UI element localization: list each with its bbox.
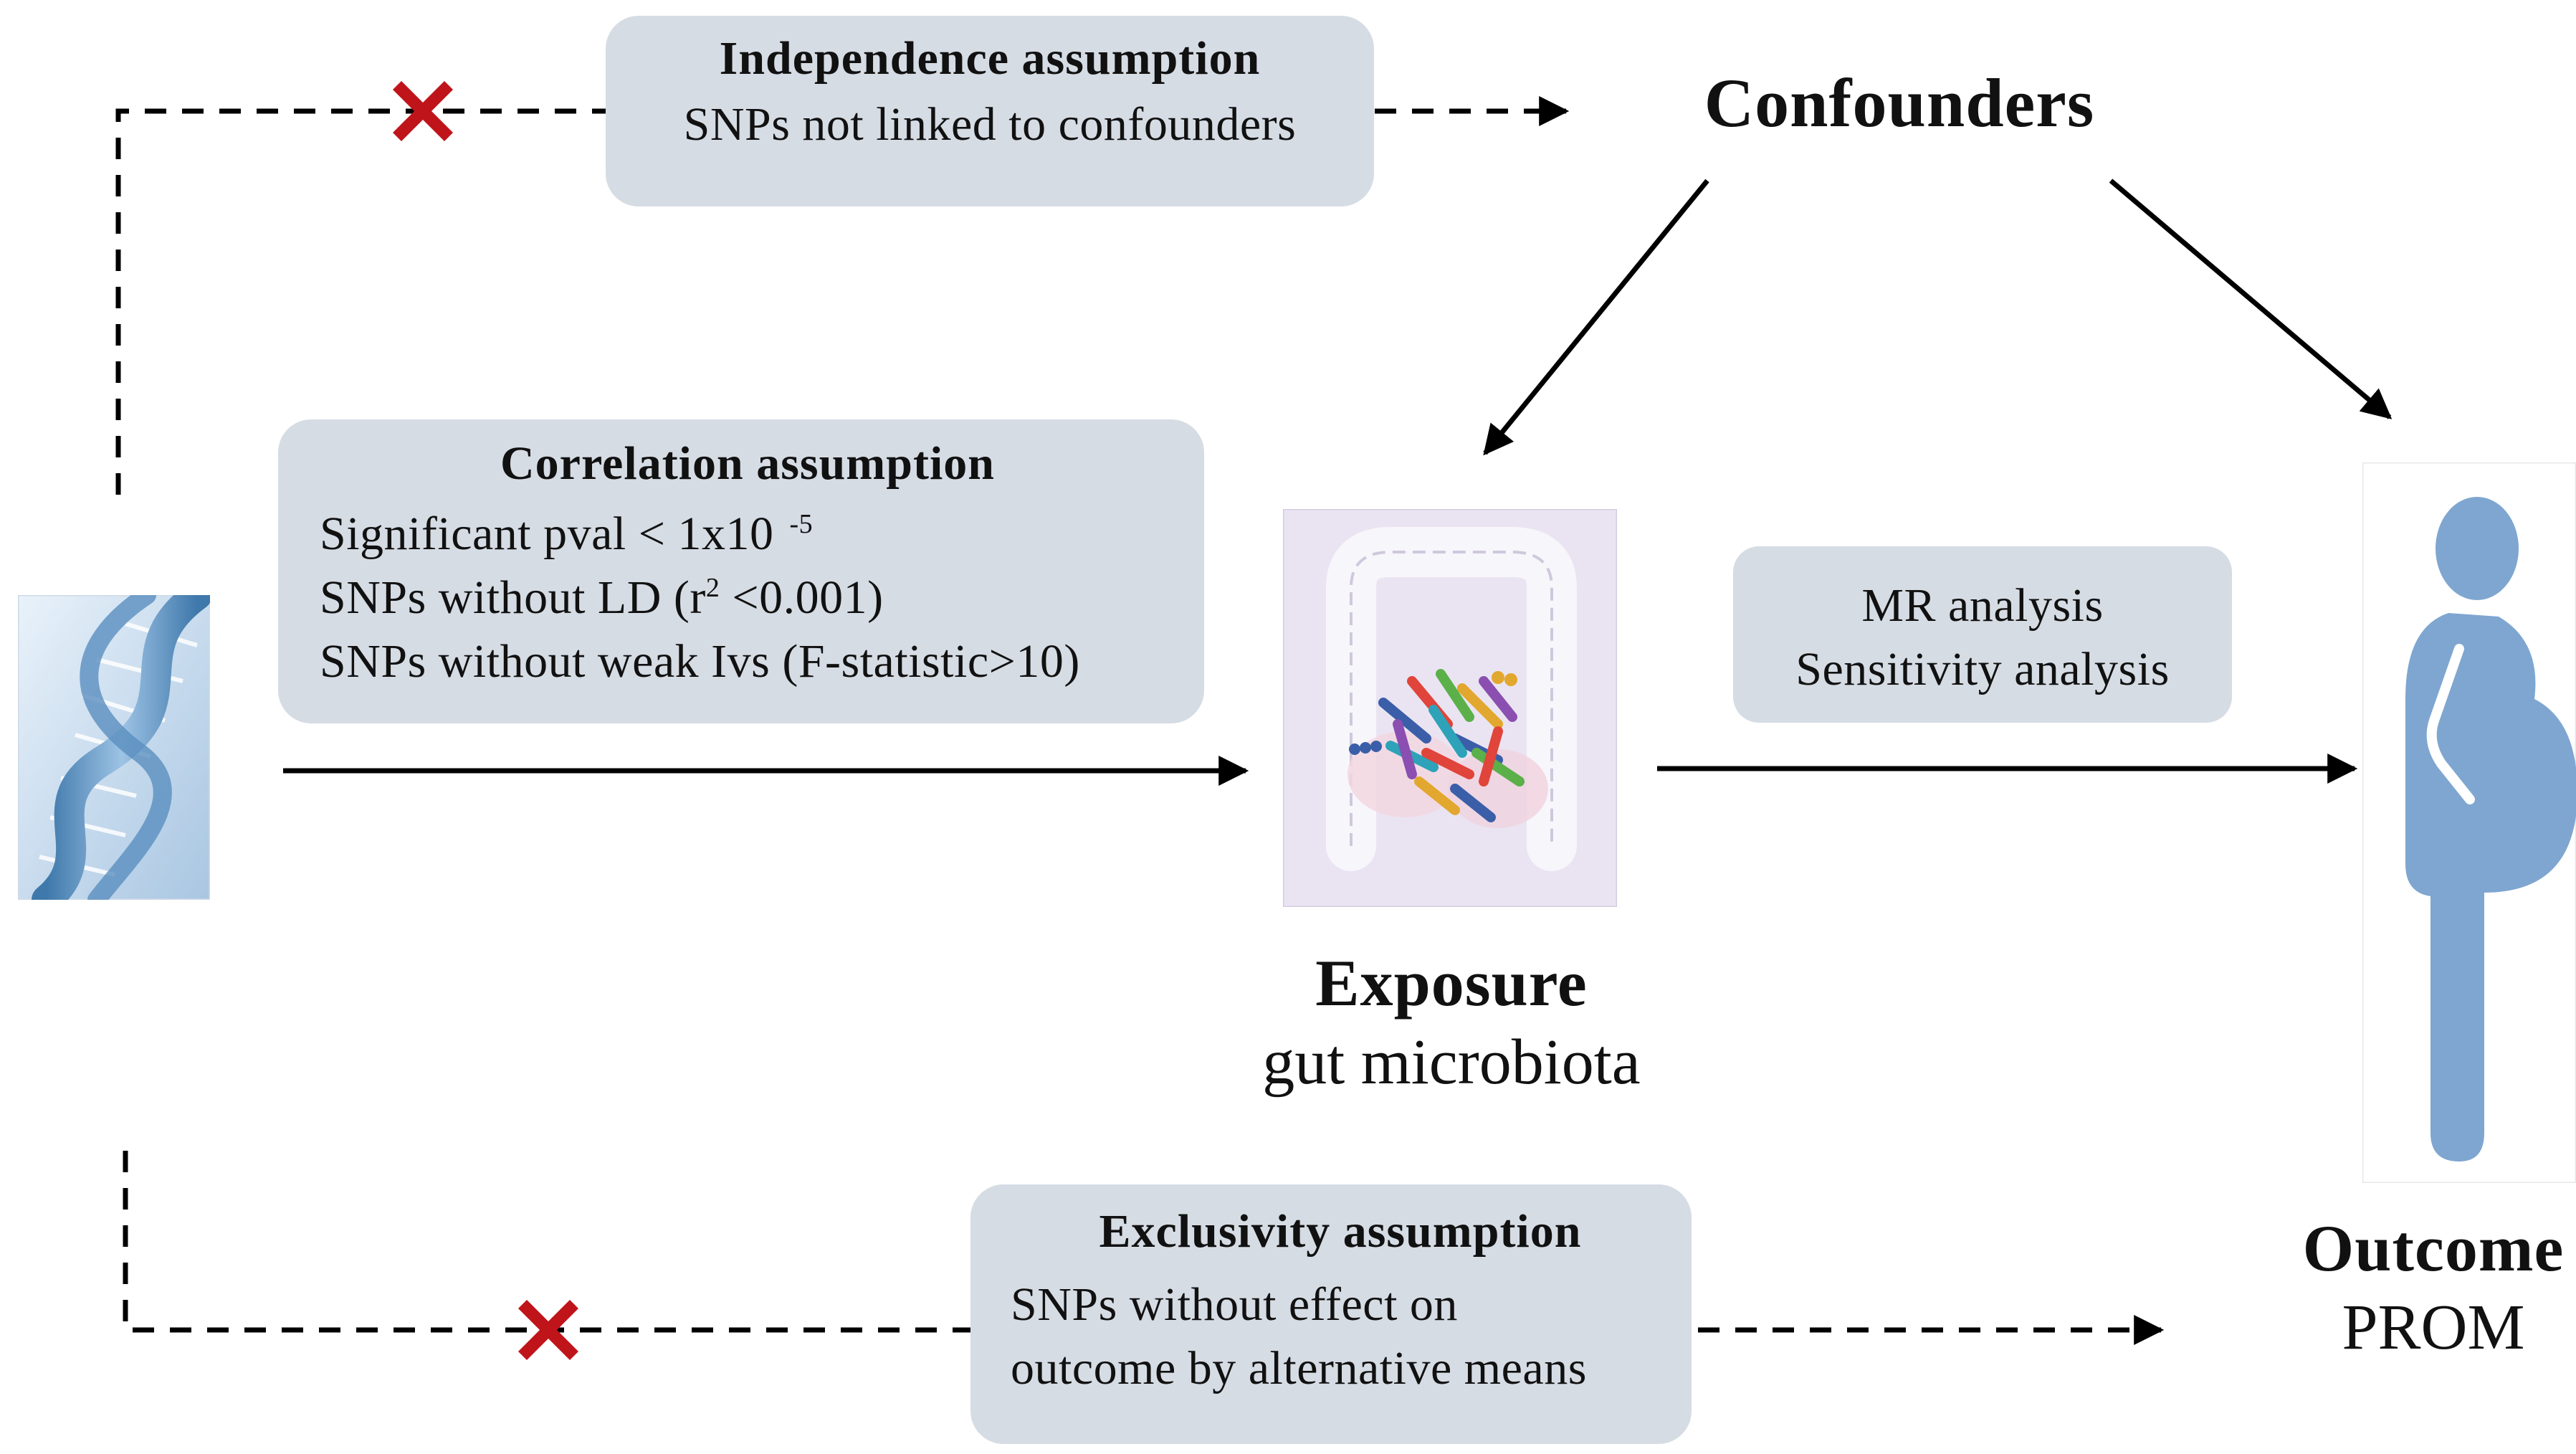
dna-helix-icon (18, 595, 210, 900)
correlation-line-1-text: Significant pval < 1x10 (320, 508, 774, 561)
exposure-label: Exposure (1315, 946, 1588, 1020)
pregnant-woman-icon (2362, 462, 2576, 1183)
mr-analysis-box: MR analysis Sensitivity analysis (1733, 546, 2232, 723)
exposure-sublabel: gut microbiota (1262, 1027, 1641, 1098)
confounders-to-exposure-arrow (1483, 179, 1709, 456)
independence-assumption-box: Independence assumption SNPs not linked … (606, 16, 1374, 206)
gut-microbiota-icon (1283, 509, 1617, 907)
correlation-line-1-sup: -5 (789, 509, 814, 540)
correlation-line-1: Significant pval < 1x10 -5 (320, 502, 1175, 566)
independence-text: SNPs not linked to confounders (683, 98, 1297, 151)
confounders-to-outcome-arrow (2109, 179, 2393, 419)
correlation-line-2-text-b: <0.001) (720, 571, 884, 624)
outcome-label: Outcome (2302, 1212, 2565, 1285)
correlation-line-2: SNPs without LD (r2 <0.001) (320, 566, 1175, 629)
mr-analysis-line-2: Sensitivity analysis (1795, 643, 2170, 696)
red-cross-icon (518, 1300, 578, 1360)
correlation-line-3: SNPs without weak Ivs (F-statistic>10) (320, 635, 1080, 688)
exclusivity-assumption-box: Exclusivity assumption SNPs without effe… (970, 1184, 1692, 1444)
red-cross-icon (393, 81, 453, 141)
correlation-line-2-sup: 2 (705, 573, 720, 604)
independence-title: Independence assumption (719, 32, 1261, 85)
exclusivity-title: Exclusivity assumption (1099, 1205, 1582, 1258)
outcome-sublabel: PROM (2342, 1292, 2525, 1363)
correlation-line-2-text-a: SNPs without LD (r (320, 571, 706, 624)
correlation-title: Correlation assumption (500, 437, 995, 490)
exclusivity-line-1: SNPs without effect on (1011, 1278, 1458, 1331)
exclusivity-line-2: outcome by alternative means (1011, 1342, 1587, 1395)
mr-analysis-line-1: MR analysis (1861, 579, 2104, 632)
correlation-assumption-box: Correlation assumption Significant pval … (278, 419, 1204, 723)
confounders-label: Confounders (1704, 65, 2095, 141)
